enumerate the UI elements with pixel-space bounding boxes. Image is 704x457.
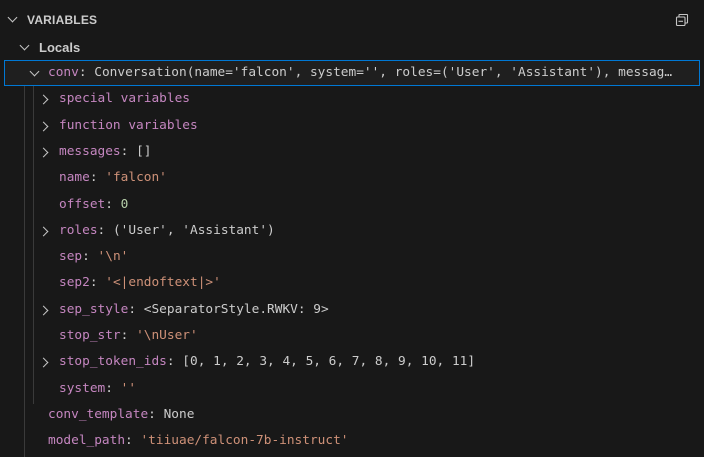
variable-value: <SeparatorStyle.RWKV: 9>: [143, 301, 329, 317]
variable-name: name: [59, 170, 90, 186]
variable-value: ('User', 'Assistant'): [112, 222, 275, 238]
variable-value: 'tiiuae/falcon-7b-instruct': [140, 433, 349, 449]
variable-row[interactable]: stop_str: '\nUser': [0, 323, 704, 349]
variable-value: Conversation(name='falcon', system='', r…: [94, 65, 673, 80]
variable-name: conv: [48, 65, 79, 80]
chevron-right-icon[interactable]: [38, 94, 49, 105]
chevron-down-icon[interactable]: [7, 12, 18, 23]
variable-text: conv_template: None: [48, 406, 195, 422]
variable-name: roles: [59, 222, 98, 238]
variable-value: []: [136, 143, 152, 159]
variable-text: model_path: 'tiiuae/falcon-7b-instruct': [48, 433, 349, 449]
variable-row[interactable]: stop_token_ids: [0, 1, 2, 3, 4, 5, 6, 7,…: [0, 349, 704, 375]
chevron-right-icon[interactable]: [38, 147, 49, 158]
variable-row[interactable]: conv: Conversation(name='falcon', system…: [4, 60, 700, 86]
collapse-all-icon[interactable]: [675, 13, 689, 27]
chevron-down-icon[interactable]: [19, 40, 30, 51]
variable-row[interactable]: offset: 0: [0, 192, 704, 218]
variable-name: conv_template: [48, 406, 149, 422]
tree-indent-guide: [24, 86, 25, 457]
variable-value: '\nUser': [136, 328, 198, 343]
scope-label: Locals: [39, 40, 81, 55]
variable-row[interactable]: sep2: '<|endoftext|>': [0, 270, 704, 296]
variable-text: sep2: '<|endoftext|>': [59, 275, 221, 291]
variable-value: '<|endoftext|>': [105, 275, 221, 291]
chevron-right-icon[interactable]: [38, 226, 49, 237]
variable-row[interactable]: system: '': [0, 376, 704, 402]
scope-locals[interactable]: Locals: [0, 34, 704, 60]
variables-section-header[interactable]: VARIABLES: [0, 7, 704, 33]
group-label: function variables: [59, 117, 198, 133]
variable-text: sep: '\n': [59, 249, 129, 265]
variable-text: name: 'falcon': [59, 170, 167, 186]
variable-name: offset: [59, 196, 106, 212]
variable-row[interactable]: sep: '\n': [0, 244, 704, 270]
variable-value: None: [163, 406, 195, 422]
variable-row[interactable]: function variables: [0, 113, 704, 139]
variable-name: sep: [59, 249, 83, 265]
chevron-right-icon[interactable]: [38, 357, 49, 368]
variable-name: system: [59, 380, 106, 396]
variable-row[interactable]: messages: []: [0, 139, 704, 165]
variable-text: stop_token_ids: [0, 1, 2, 3, 4, 5, 6, 7,…: [59, 354, 476, 370]
variable-text: messages: []: [59, 143, 152, 159]
variable-name: messages: [59, 143, 121, 159]
variable-row[interactable]: roles: ('User', 'Assistant'): [0, 218, 704, 244]
variable-value: '\n': [97, 249, 129, 265]
variable-name: model_path: [48, 433, 126, 449]
chevron-down-icon[interactable]: [29, 66, 40, 77]
variable-name: stop_str: [59, 328, 121, 343]
variable-value: [0, 1, 2, 3, 4, 5, 6, 7, 8, 9, 10, 11]: [182, 354, 476, 370]
variable-row[interactable]: sep_style: <SeparatorStyle.RWKV: 9>: [0, 297, 704, 323]
tree-indent-guide: [33, 86, 34, 404]
variable-value: '': [120, 380, 137, 396]
variable-text: sep_style: <SeparatorStyle.RWKV: 9>: [59, 301, 329, 317]
variable-value: 'falcon': [105, 170, 167, 186]
variable-text: roles: ('User', 'Assistant'): [59, 222, 275, 238]
variable-row[interactable]: special variables: [0, 86, 704, 112]
variable-text: offset: 0: [59, 196, 129, 212]
chevron-right-icon[interactable]: [38, 305, 49, 316]
variable-text: system: '': [59, 380, 137, 396]
variable-text: stop_str: '\nUser': [59, 328, 198, 343]
variable-text: special variables: [59, 86, 190, 112]
variable-row[interactable]: model_path: 'tiiuae/falcon-7b-instruct': [0, 428, 704, 454]
variable-name: sep_style: [59, 301, 129, 317]
section-title: VARIABLES: [27, 13, 98, 27]
variable-name: stop_token_ids: [59, 354, 167, 370]
variable-row[interactable]: conv_template: None: [0, 402, 704, 428]
variable-value: 0: [120, 196, 129, 212]
chevron-right-icon[interactable]: [38, 121, 49, 132]
variable-row[interactable]: name: 'falcon': [0, 165, 704, 191]
group-label: special variables: [59, 91, 190, 107]
variable-name: sep2: [59, 275, 90, 291]
variable-text: conv: Conversation(name='falcon', system…: [48, 65, 673, 80]
variable-text: function variables: [59, 113, 198, 139]
